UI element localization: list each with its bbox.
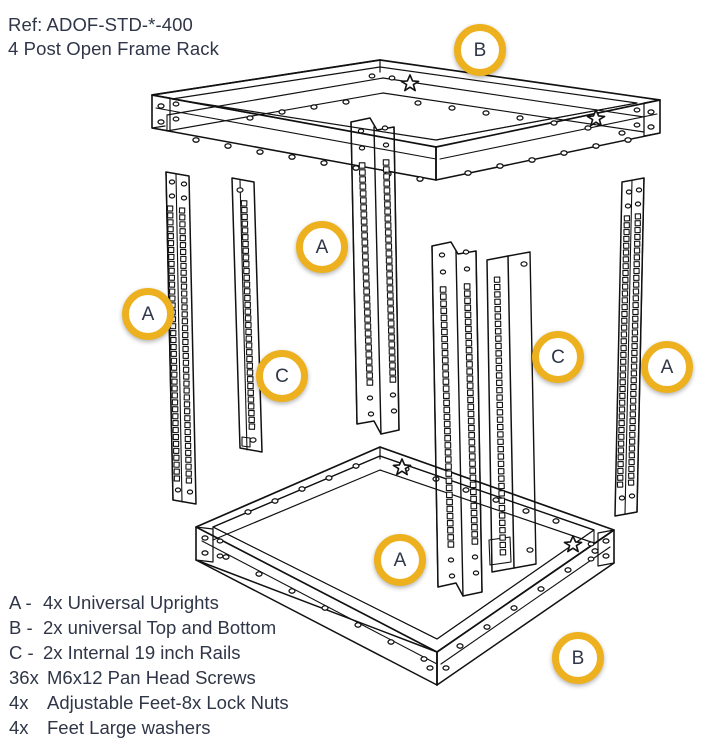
legend-key: 36x (9, 666, 39, 688)
callout-label: A (660, 356, 674, 378)
legend-text: Adjustable Feet-8x Lock Nuts (47, 691, 289, 713)
legend-key: C - (9, 641, 34, 663)
legend-text: 2x universal Top and Bottom (43, 616, 277, 638)
callout-c-right[interactable]: C (532, 331, 584, 383)
legend-text: Feet Large washers (47, 716, 211, 738)
callout-label: B (571, 647, 585, 669)
list-item: 4x Feet Large washers (9, 715, 349, 740)
callout-label: A (393, 549, 407, 571)
legend-text: 4x Universal Uprights (43, 591, 219, 613)
callout-label: A (315, 236, 329, 258)
callout-a-bottom[interactable]: A (374, 534, 426, 586)
legend-key: 4x (9, 691, 29, 713)
callout-label: A (141, 303, 155, 325)
list-item: C - 2x Internal 19 inch Rails (9, 640, 349, 665)
callout-label: C (551, 346, 565, 368)
reference-label: Ref: ADOF-STD-*-400 (8, 14, 193, 35)
legend-key: 4x (9, 716, 29, 738)
callout-label: B (473, 39, 487, 61)
callout-b-bottom[interactable]: B (552, 632, 604, 684)
callout-label: C (275, 365, 289, 387)
callout-a-right[interactable]: A (641, 341, 693, 393)
callout-c-left[interactable]: C (256, 350, 308, 402)
callout-a-center-top[interactable]: A (296, 221, 348, 273)
legend-text: 2x Internal 19 inch Rails (43, 641, 241, 663)
list-item: 36x M6x12 Pan Head Screws (9, 665, 349, 690)
legend-text: M6x12 Pan Head Screws (47, 666, 256, 688)
legend-key: A - (9, 591, 32, 613)
list-item: A - 4x Universal Uprights (9, 590, 349, 615)
page-title: 4 Post Open Frame Rack (8, 38, 219, 59)
list-item: 4x Adjustable Feet-8x Lock Nuts (9, 690, 349, 715)
bill-of-materials: A - 4x Universal Uprights B - 2x univers… (9, 590, 349, 740)
callout-b-top[interactable]: B (454, 24, 506, 76)
callout-a-left[interactable]: A (122, 288, 174, 340)
list-item: B - 2x universal Top and Bottom (9, 615, 349, 640)
legend-key: B - (9, 616, 33, 638)
